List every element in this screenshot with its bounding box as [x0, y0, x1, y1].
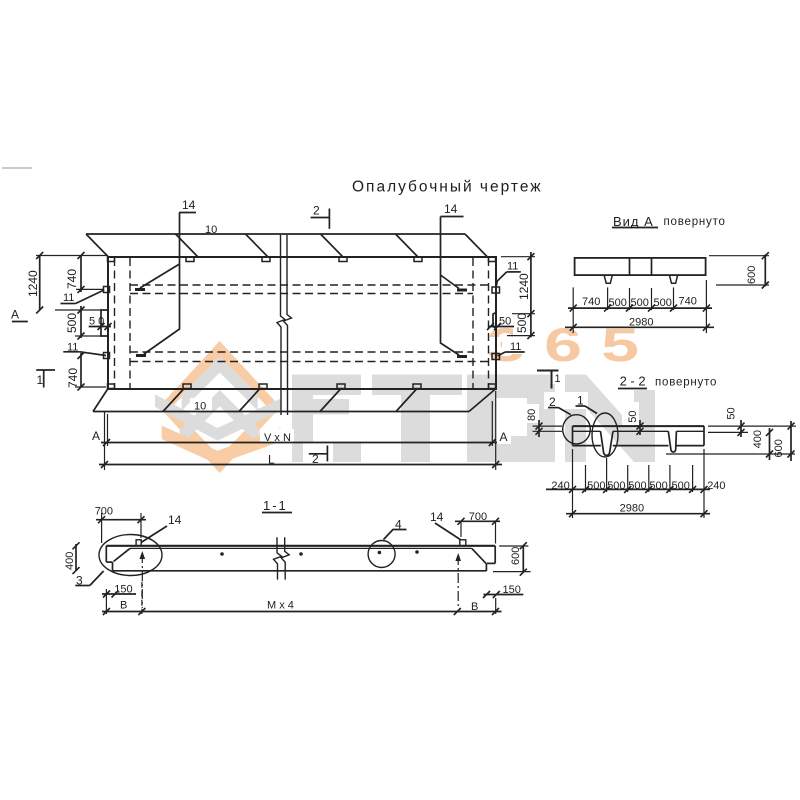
svg-text:2980: 2980	[629, 317, 653, 329]
svg-text:1: 1	[37, 373, 44, 387]
svg-text:50: 50	[499, 316, 511, 328]
svg-text:М х 4: М х 4	[267, 600, 294, 612]
svg-text:600: 600	[773, 439, 785, 457]
svg-text:50: 50	[627, 411, 639, 423]
svg-text:2: 2	[313, 204, 320, 218]
svg-text:Опалубочный чертеж: Опалубочный чертеж	[352, 179, 543, 196]
svg-text:В: В	[471, 601, 478, 613]
svg-text:11: 11	[507, 261, 518, 273]
svg-text:10: 10	[205, 224, 217, 236]
svg-text:700: 700	[469, 511, 487, 523]
svg-text:1: 1	[577, 394, 584, 408]
svg-text:500: 500	[628, 480, 646, 492]
svg-text:2980: 2980	[620, 503, 644, 515]
svg-text:740: 740	[66, 368, 80, 388]
svg-text:500: 500	[587, 480, 605, 492]
svg-text:600: 600	[746, 266, 758, 284]
svg-text:А: А	[500, 430, 508, 444]
svg-text:2: 2	[549, 395, 556, 409]
svg-text:400: 400	[64, 552, 76, 570]
svg-text:14: 14	[430, 510, 444, 524]
svg-text:14: 14	[444, 202, 458, 216]
svg-text:500: 500	[607, 480, 625, 492]
svg-text:600: 600	[510, 547, 522, 565]
svg-text:повернуто: повернуто	[664, 216, 726, 228]
svg-text:2 - 2: 2 - 2	[620, 374, 646, 389]
svg-text:740: 740	[582, 296, 600, 308]
svg-text:500: 500	[654, 297, 672, 309]
svg-text:150: 150	[503, 584, 521, 596]
svg-text:150: 150	[114, 584, 132, 596]
svg-text:500: 500	[515, 313, 529, 333]
svg-text:500: 500	[649, 480, 667, 492]
svg-text:2: 2	[312, 452, 319, 466]
svg-text:500: 500	[609, 297, 627, 309]
svg-text:80: 80	[526, 409, 538, 421]
svg-text:повернуто: повернуто	[655, 377, 717, 389]
svg-text:L: L	[268, 453, 275, 467]
svg-text:4: 4	[395, 518, 402, 532]
svg-text:А: А	[92, 429, 100, 443]
svg-text:А: А	[11, 308, 19, 322]
svg-text:240: 240	[551, 480, 569, 492]
svg-text:400: 400	[752, 430, 764, 448]
svg-text:500: 500	[65, 313, 79, 333]
svg-text:V x N: V x N	[264, 432, 291, 444]
svg-text:10: 10	[194, 401, 206, 413]
svg-text:5 0: 5 0	[89, 316, 104, 328]
svg-text:3: 3	[76, 574, 83, 588]
svg-text:1240: 1240	[517, 273, 531, 300]
svg-text:1: 1	[555, 373, 561, 385]
svg-text:14: 14	[182, 198, 196, 212]
svg-text:Вид А: Вид А	[613, 214, 654, 229]
svg-text:11: 11	[67, 342, 78, 354]
svg-text:14: 14	[168, 513, 182, 527]
svg-text:11: 11	[63, 292, 74, 304]
svg-text:500: 500	[631, 297, 649, 309]
svg-text:В: В	[120, 600, 127, 612]
svg-text:740: 740	[65, 269, 79, 289]
svg-text:1240: 1240	[26, 270, 40, 297]
svg-text:740: 740	[679, 296, 697, 308]
svg-text:700: 700	[95, 506, 113, 518]
svg-text:1-1: 1-1	[263, 498, 288, 513]
svg-text:240: 240	[707, 480, 725, 492]
svg-text:11: 11	[510, 341, 521, 353]
svg-text:500: 500	[672, 480, 690, 492]
svg-text:50: 50	[725, 407, 737, 419]
